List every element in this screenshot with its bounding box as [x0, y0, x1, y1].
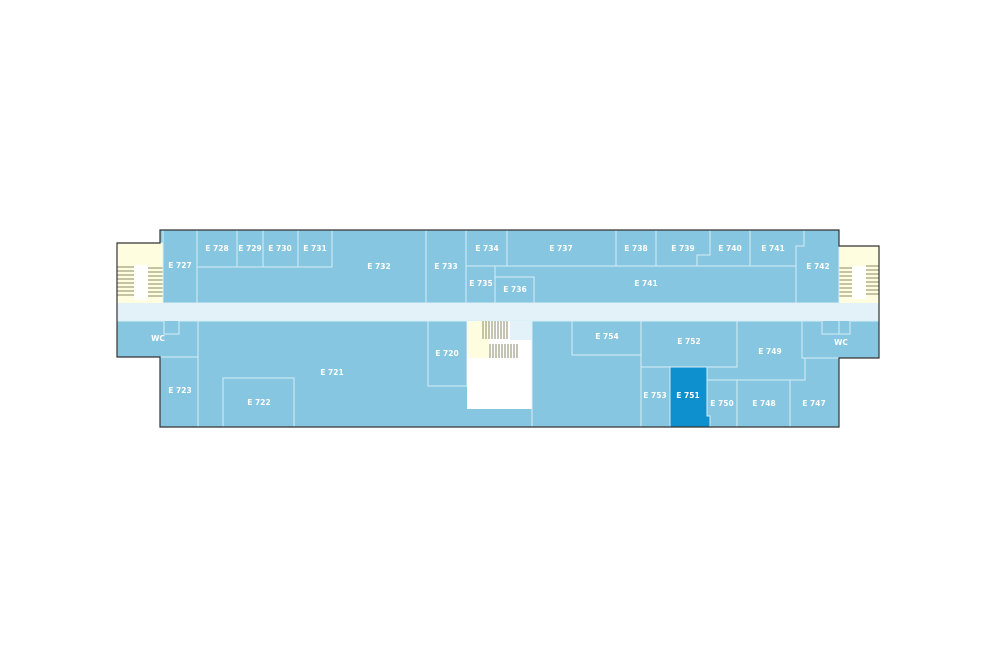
room-e728[interactable]: [196, 229, 238, 268]
stairs-icon: [117, 266, 163, 297]
building-outline: [116, 229, 880, 428]
room-e722[interactable]: [222, 377, 295, 428]
room-e741[interactable]: [494, 265, 797, 304]
left-stairwell: [117, 243, 163, 303]
room-e750[interactable]: [706, 379, 738, 428]
room-e730[interactable]: [262, 229, 299, 268]
room-e748[interactable]: [736, 379, 791, 428]
stairs-icon: [839, 265, 879, 297]
room-e754[interactable]: [571, 320, 642, 356]
room-e731[interactable]: [297, 229, 333, 268]
central-stairwell: [467, 321, 532, 409]
room-e738[interactable]: [615, 229, 657, 267]
room-e752[interactable]: [640, 320, 738, 368]
room-e727[interactable]: [162, 229, 198, 304]
stairs-icon: [482, 321, 518, 358]
room-e735[interactable]: [465, 265, 496, 304]
room-e736[interactable]: [494, 276, 535, 304]
room-e734[interactable]: [465, 229, 508, 267]
room-e723[interactable]: [159, 356, 199, 428]
room-wc-left[interactable]: [116, 320, 199, 358]
room-e753[interactable]: [640, 366, 671, 428]
room-e733[interactable]: [425, 229, 467, 304]
room-e729[interactable]: [236, 229, 264, 268]
room-e737[interactable]: [506, 229, 617, 267]
corridor: [117, 303, 879, 321]
room-e751[interactable]: [669, 366, 711, 428]
room-wc-right[interactable]: [801, 320, 880, 359]
right-stairwell: [839, 246, 879, 303]
room-e720[interactable]: [427, 320, 468, 387]
